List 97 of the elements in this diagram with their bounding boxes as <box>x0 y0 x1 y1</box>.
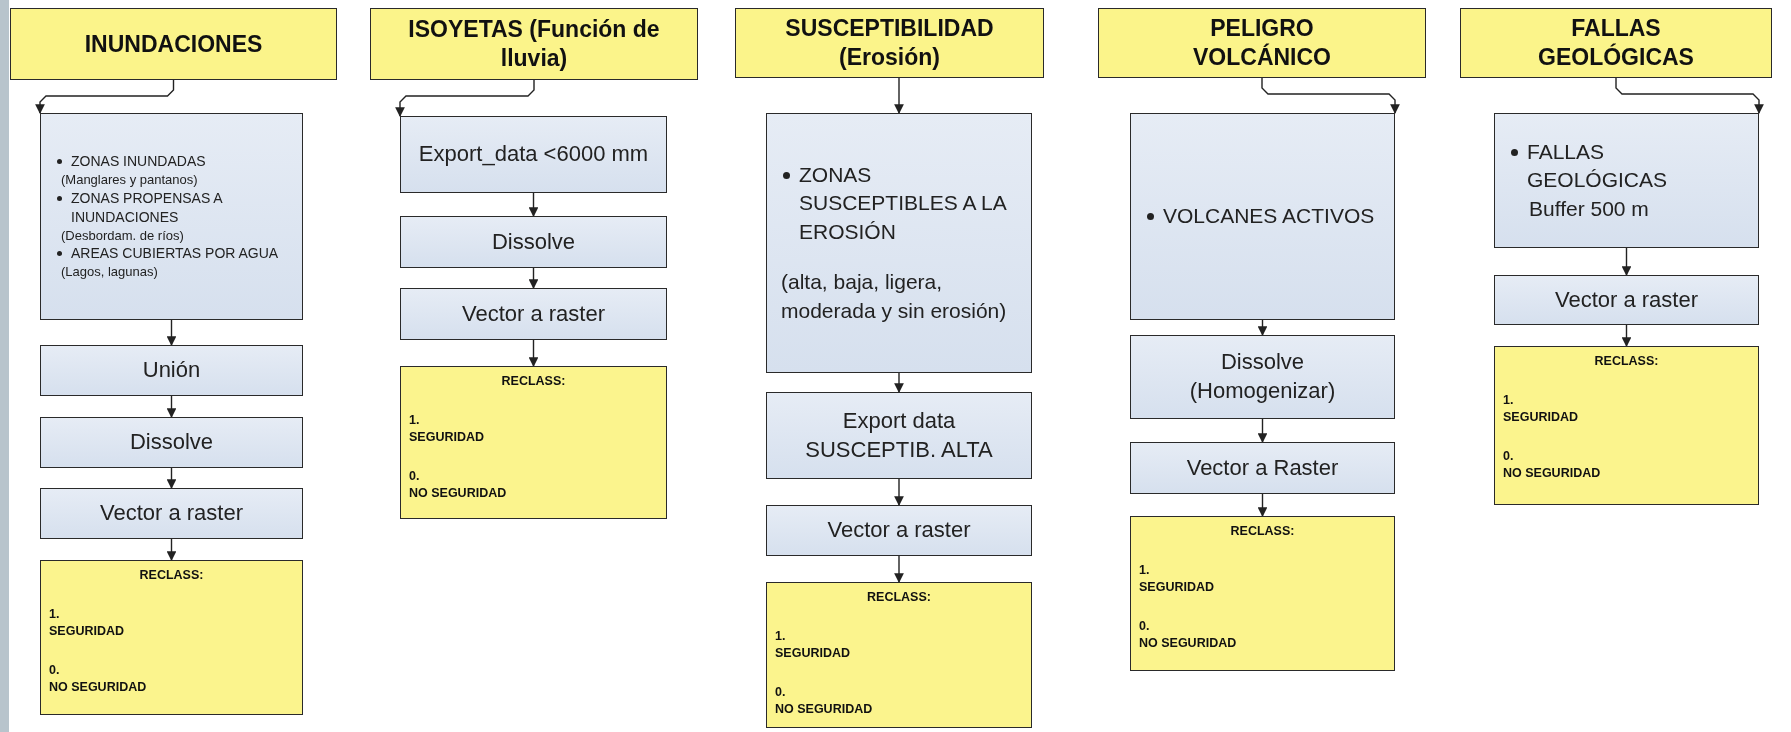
reclass-title: RECLASS: <box>866 589 932 606</box>
class-value: NO SEGURIDAD <box>775 700 874 718</box>
class-value: 0. <box>1139 617 1151 635</box>
step-label: Dissolve <box>129 428 214 457</box>
reclass-title: RECLASS: <box>500 373 567 390</box>
class-value: 1. <box>1503 391 1515 409</box>
arrow <box>1257 418 1268 443</box>
header-box <box>370 8 698 80</box>
reclass-box <box>400 366 667 519</box>
class-value: NO SEGURIDAD <box>1139 634 1238 652</box>
class-value: 0. <box>775 683 787 701</box>
header-box <box>10 8 337 80</box>
bullet-item: ZONAS SUSCEPTIBLES A LA EROSIÓN <box>781 161 1021 247</box>
class-value: 0. <box>409 467 421 485</box>
class-value: 1. <box>409 411 421 429</box>
arrow <box>1257 493 1268 517</box>
reclass-box <box>40 560 303 715</box>
note-text: (alta, baja, ligera, moderada y sin erosión) <box>781 269 1008 324</box>
bullet-item: ZONAS PROPENSAS A INUNDACIONES <box>55 188 292 227</box>
class-value: 1. <box>775 627 787 645</box>
arrow <box>1261 77 1400 114</box>
input-layer-box <box>766 113 1032 373</box>
reclass-title: RECLASS: <box>1593 353 1660 370</box>
reclass-title: RECLASS: <box>1229 523 1296 540</box>
process-box <box>40 345 303 396</box>
bullet-item: FALLAS GEOLÓGICAS <box>1509 138 1748 195</box>
arrow <box>894 77 904 114</box>
header-box <box>735 8 1044 78</box>
process-box <box>400 116 667 193</box>
process-box <box>766 505 1032 556</box>
arrow <box>35 79 175 114</box>
arrow <box>166 538 177 561</box>
step-label: Dissolve <box>491 227 576 256</box>
class-value: 1. <box>1139 561 1151 579</box>
class-value: SEGURIDAD <box>775 644 851 662</box>
class-value: SEGURIDAD <box>49 622 125 640</box>
process-box <box>1494 275 1759 325</box>
bullet-item: VOLCANES ACTIVOS <box>1145 202 1384 231</box>
reclass-title: RECLASS: <box>138 567 205 584</box>
step-label: Export_data <6000 mm <box>418 140 649 169</box>
note-text: Buffer 500 m <box>1528 195 1650 222</box>
process-box <box>40 488 303 539</box>
input-layer-box <box>40 113 303 320</box>
step-label: Vector a raster <box>461 299 606 328</box>
class-value: NO SEGURIDAD <box>49 678 148 696</box>
arrow <box>166 319 177 346</box>
arrow <box>1621 247 1632 276</box>
reclass-box <box>1130 516 1395 671</box>
arrow <box>894 478 904 506</box>
header-box <box>1098 8 1426 78</box>
input-layer-box <box>1130 113 1395 320</box>
note-text: (Manglares y pantanos) <box>60 171 199 189</box>
class-value: SEGURIDAD <box>409 428 485 446</box>
arrow <box>894 555 904 583</box>
step-label: Vector a Raster <box>1186 453 1339 482</box>
header-title: PELIGRO VOLCÁNICO <box>1192 14 1332 72</box>
process-box <box>1130 442 1395 494</box>
header-title: SUSCEPTIBILIDAD (Erosión) <box>784 14 995 72</box>
header-title: ISOYETAS (Función de lluvia) <box>407 15 661 73</box>
header-title: FALLAS GEOLÓGICAS <box>1537 14 1695 72</box>
note-text: (Lagos, lagunas) <box>60 263 159 281</box>
arrow <box>528 339 539 367</box>
class-value: 1. <box>49 605 61 623</box>
bullet-item: ZONAS INUNDADAS <box>55 152 292 172</box>
process-box <box>1130 335 1395 419</box>
header-title: INUNDACIONES <box>84 29 263 59</box>
arrow <box>1615 77 1764 114</box>
class-value: SEGURIDAD <box>1139 578 1215 596</box>
arrow <box>1621 324 1632 347</box>
class-value: 0. <box>49 661 61 679</box>
class-value: SEGURIDAD <box>1503 408 1579 426</box>
arrow <box>395 79 535 117</box>
arrow <box>1257 319 1268 336</box>
header-box <box>1460 8 1772 78</box>
bullet-item: AREAS CUBIERTAS POR AGUA <box>55 244 292 264</box>
step-label: Dissolve (Homogenizar) <box>1188 348 1337 405</box>
process-box <box>400 288 667 340</box>
arrow <box>166 395 177 418</box>
process-box <box>400 216 667 268</box>
input-layer-box <box>1494 113 1759 248</box>
arrow <box>894 372 904 393</box>
arrow <box>528 267 539 289</box>
reclass-box <box>766 582 1032 728</box>
step-label: Vector a raster <box>99 499 244 528</box>
process-box <box>40 417 303 468</box>
reclass-box <box>1494 346 1759 505</box>
class-value: NO SEGURIDAD <box>1503 464 1602 482</box>
note-text: (Desbordam. de ríos) <box>60 226 185 245</box>
step-label: Unión <box>142 356 201 385</box>
step-label: Export data SUSCEPTIB. ALTA <box>804 406 994 464</box>
class-value: 0. <box>1503 447 1515 465</box>
arrow <box>166 467 177 489</box>
arrow <box>528 192 539 217</box>
step-label: Vector a raster <box>827 516 971 545</box>
step-label: Vector a raster <box>1554 285 1699 314</box>
process-box <box>766 392 1032 479</box>
class-value: NO SEGURIDAD <box>409 484 508 502</box>
